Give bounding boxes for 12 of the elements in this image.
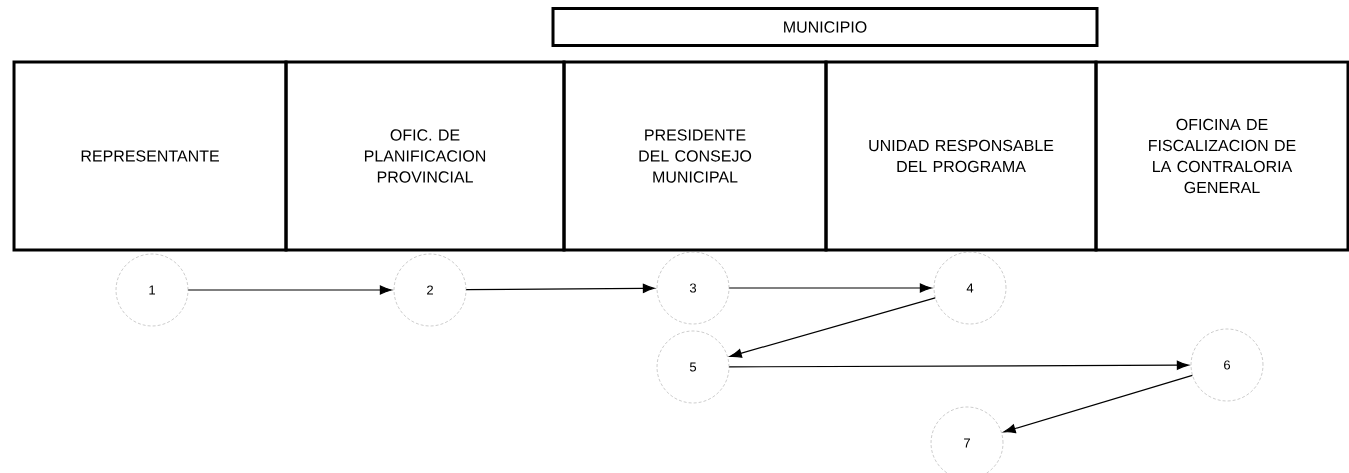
column-box: UNIDAD RESPONSABLE DEL PROGRAMA	[824, 60, 1098, 252]
arrow	[465, 283, 655, 293]
column-box: OFIC. DE PLANIFICACION PROVINCIAL	[284, 60, 566, 252]
arrow	[187, 285, 392, 295]
title-box: MUNICIPIO	[551, 7, 1099, 47]
arrow	[728, 360, 1189, 370]
arrow	[1003, 374, 1193, 434]
column-box: OFICINA DE FISCALIZACION DE LA CONTRALORIA GENERAL	[1094, 60, 1349, 252]
arrow	[729, 297, 936, 358]
column-box: REPRESENTANTE	[12, 60, 288, 252]
arrow	[728, 283, 932, 293]
column-box: PRESIDENTE DEL CONSEJO MUNICIPAL	[562, 60, 828, 252]
